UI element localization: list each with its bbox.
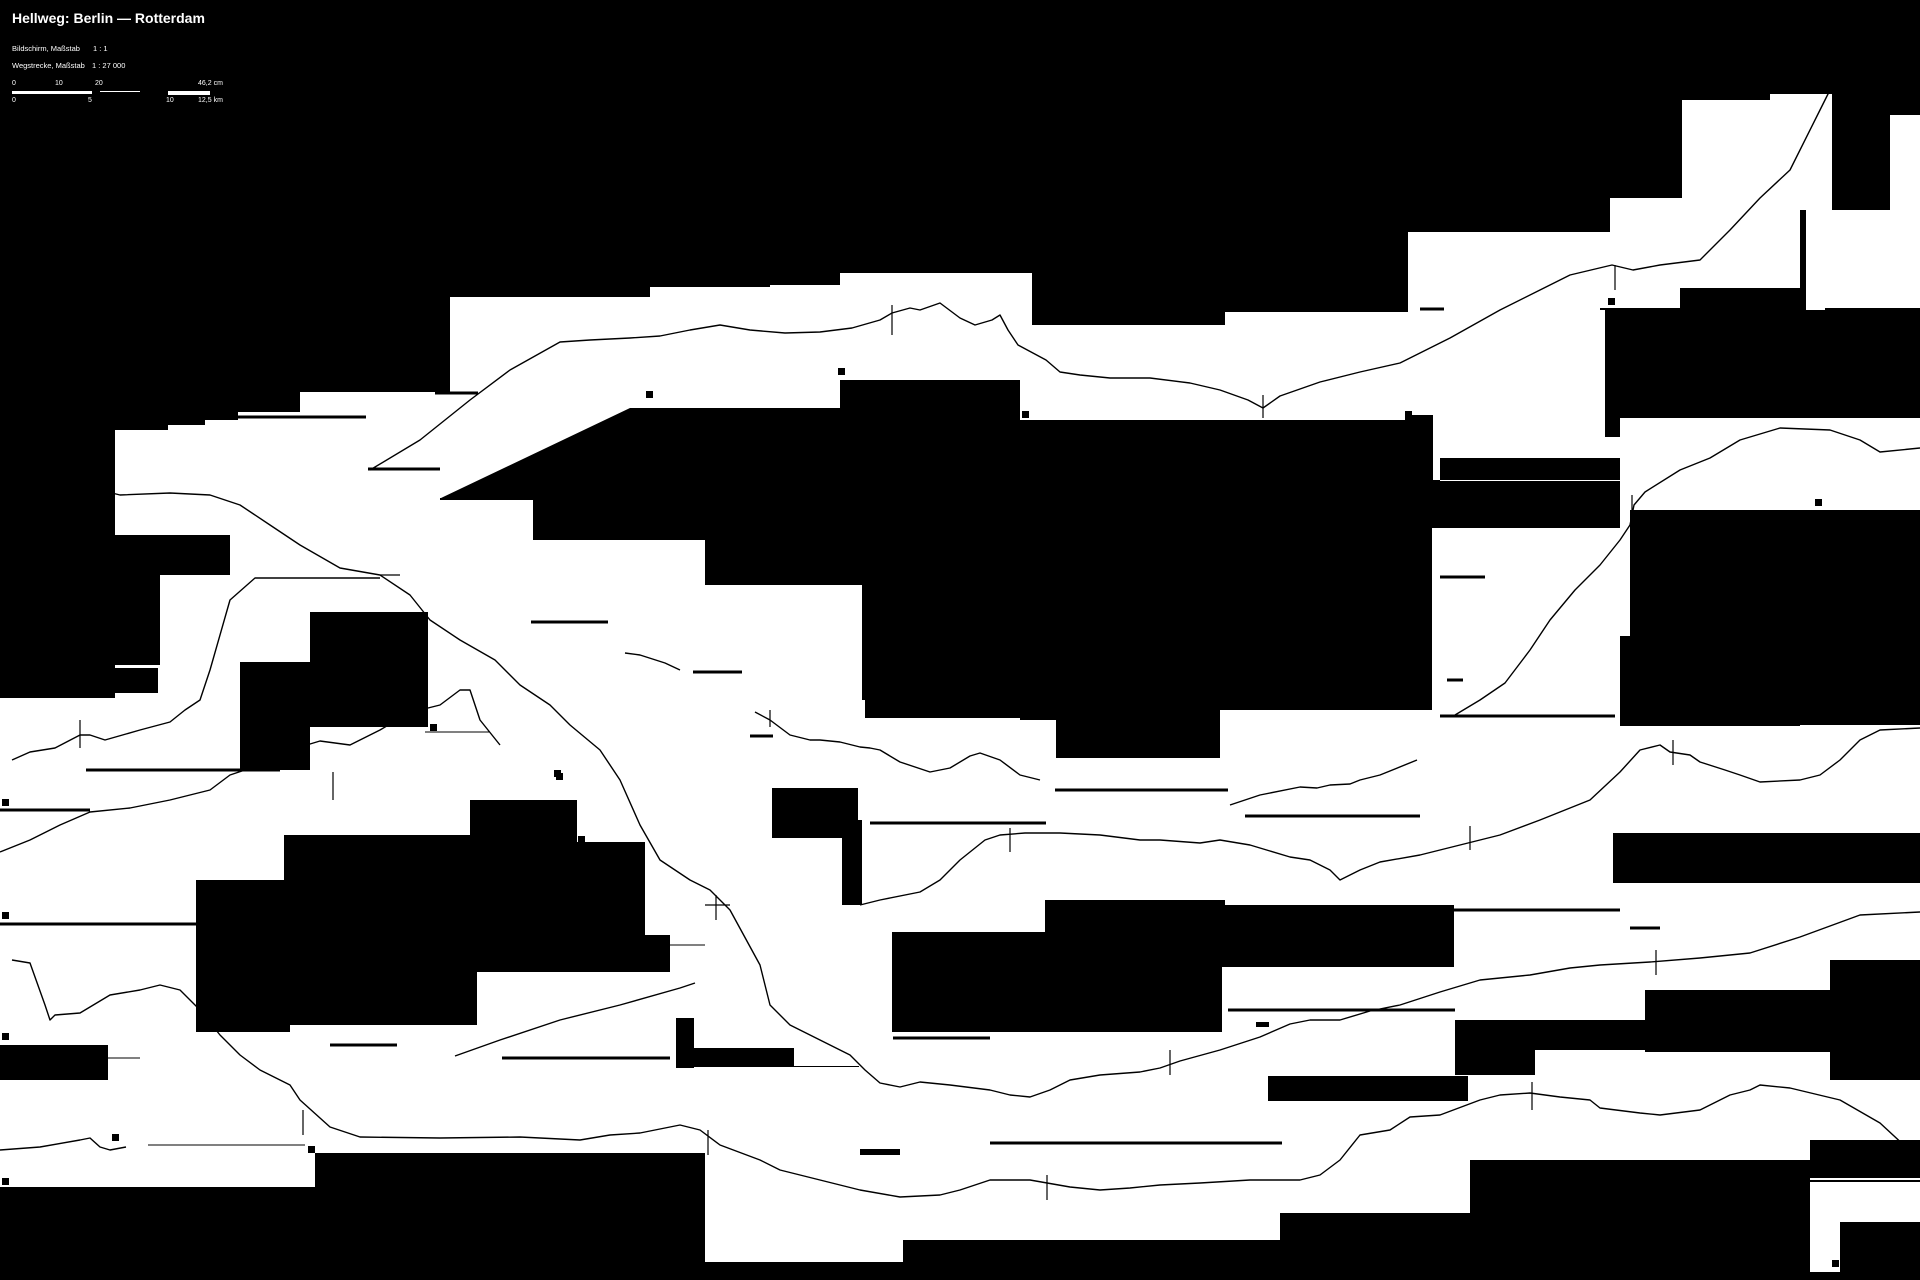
- black-mass-right-low-f: [1455, 1020, 1535, 1075]
- marker: [93, 1047, 100, 1054]
- black-mass-lower-left: [196, 800, 670, 1032]
- black-corner-br: [1840, 1222, 1920, 1280]
- marker: [554, 770, 561, 777]
- marker: [338, 633, 345, 640]
- km-tick-end: 12,5 km: [198, 97, 223, 104]
- marker: [1210, 423, 1217, 430]
- black-mass-left-e: [240, 662, 310, 770]
- route-line-4: [0, 689, 501, 853]
- marker: [838, 368, 845, 375]
- black-mass-lower-middle-c: [1222, 905, 1454, 967]
- marker: [1022, 411, 1029, 418]
- route-line-12: [1454, 427, 1920, 716]
- black-fill-corner: [1840, 1222, 1920, 1280]
- map-title: Hellweg: Berlin — Rotterdam: [12, 10, 205, 26]
- marker: [2, 528, 9, 535]
- route-line-1: [369, 54, 1920, 471]
- black-mass-right-low-c: [1830, 960, 1920, 1080]
- black-mass-lower-middle-d: [1256, 1022, 1269, 1027]
- markers: [2, 298, 1839, 1270]
- km-bar-a: [12, 93, 92, 94]
- black-mass-left-low-a: [0, 1045, 108, 1080]
- crosshairs: [79, 265, 1674, 1200]
- cm-bar-b: [100, 91, 140, 92]
- black-mass-right-low-e: [1268, 1076, 1468, 1101]
- cm-tick-end: 46,2 cm: [198, 80, 223, 87]
- black-mass-bottom-white-cut: [1810, 1178, 1920, 1180]
- route-line-6: [11, 959, 1920, 1198]
- marker: [2, 1033, 9, 1040]
- black-mass-left-f: [40, 668, 158, 693]
- screen-scale-value: 1 : 1: [93, 44, 108, 53]
- marker: [1222, 915, 1229, 922]
- black-mass-center-strip: [842, 820, 862, 905]
- marker: [1608, 298, 1615, 305]
- black-mass-lower-middle-b: [1045, 900, 1225, 935]
- black-mass-left-low-b: [676, 1018, 694, 1068]
- route-line-3: [11, 577, 380, 761]
- black-mass-top: [0, 0, 1832, 430]
- cm-bar-a: [12, 91, 92, 94]
- km-bar-c: [168, 94, 210, 95]
- screen-scale-label: Bildschirm, Maßstab: [12, 44, 80, 53]
- route-line-8: [454, 982, 696, 1057]
- marker: [646, 391, 653, 398]
- route-scale-value: 1 : 27 000: [92, 61, 126, 70]
- cm-bar-c: [168, 91, 210, 94]
- route-line-9: [624, 652, 681, 671]
- route-line-5: [859, 727, 1920, 906]
- marker: [2, 799, 9, 806]
- black-mass-left-c: [115, 575, 160, 665]
- route-line-2: [0, 439, 1920, 1098]
- cm-tick-10: 10: [55, 80, 63, 87]
- black-mass-left-low-d: [694, 1066, 859, 1067]
- black-mass-left-d: [310, 612, 428, 727]
- route-scale-label: Wegstrecke, Maßstab: [12, 61, 85, 70]
- marker: [1405, 411, 1412, 418]
- route-lines: [0, 54, 1920, 1198]
- route-line-7: [0, 1137, 127, 1151]
- marker: [708, 1263, 715, 1270]
- black-mass-bottom-mid: [705, 1140, 1840, 1280]
- black-mass-left-low-c: [694, 1048, 794, 1066]
- marker: [578, 836, 585, 843]
- km-tick-10: 10: [166, 97, 174, 104]
- route-line-10: [754, 711, 1041, 781]
- route-line-11: [1229, 759, 1418, 806]
- black-mass-right-low-b: [1645, 990, 1830, 1052]
- km-tick-5: 5: [88, 97, 92, 104]
- marker: [308, 1146, 315, 1153]
- black-mass-lower-middle: [892, 932, 1222, 1032]
- marker: [112, 1134, 119, 1141]
- marker: [478, 1158, 485, 1165]
- marker: [430, 724, 437, 731]
- km-tick-0: 0: [12, 97, 16, 104]
- black-mass-upper-middle: [440, 380, 1620, 758]
- black-mass-top-right: [1430, 0, 1920, 500]
- black-mass-left-b: [0, 535, 230, 575]
- black-mass-right-low-a: [1613, 833, 1920, 883]
- marker: [1832, 1260, 1839, 1267]
- marker: [2, 1178, 9, 1185]
- rules: [0, 307, 1920, 1155]
- black-mass-bottom-left: [0, 1153, 705, 1280]
- marker: [2, 912, 9, 919]
- black-mass-right-mid-b: [1620, 636, 1800, 726]
- marker: [1815, 499, 1822, 506]
- cm-tick-0: 0: [12, 80, 16, 87]
- cm-tick-20: 20: [95, 80, 103, 87]
- marker: [648, 936, 655, 943]
